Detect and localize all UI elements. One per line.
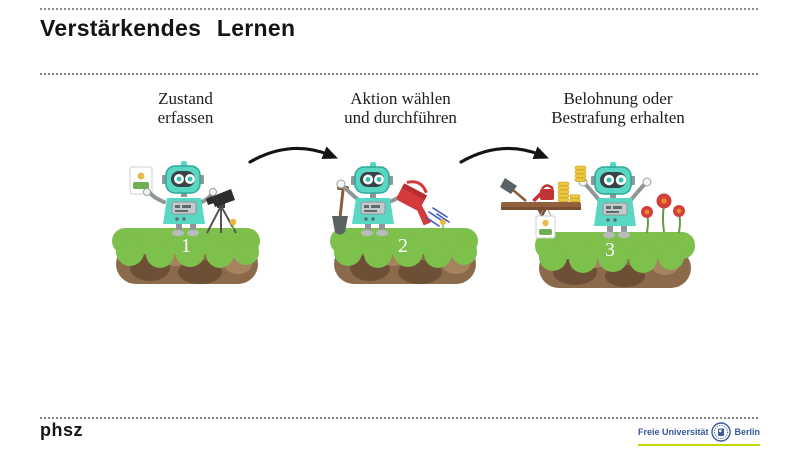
camera-tripod-icon [206, 189, 237, 234]
arrow-step2-to-step3-icon [459, 146, 549, 164]
scene-step-2: 2 [330, 162, 478, 284]
step-number-1: 1 [181, 235, 191, 257]
robot-icon [336, 162, 407, 237]
caption-line: erfassen [157, 108, 214, 127]
step-number-3: 3 [605, 239, 615, 261]
grass-mound-icon [330, 228, 478, 284]
grass-mound-icon [535, 232, 695, 288]
hanging-picture-card-icon [535, 209, 556, 239]
grass-mound-icon [112, 228, 260, 284]
watering-can-icon [396, 180, 431, 226]
caption-line: Bestrafung erhalten [551, 108, 685, 127]
step-number-2: 2 [398, 235, 408, 257]
divider-bottom [40, 417, 758, 419]
coin-stacks-icon [557, 181, 581, 203]
step-caption-2: Aktion wählen und durchführen [318, 89, 483, 127]
fu-berlin-logo: Freie Universität Berlin [637, 422, 760, 446]
divider-top [40, 8, 758, 10]
scene-step-1: 1 [112, 161, 260, 284]
state-picture-card-icon [129, 166, 153, 195]
coins-in-hand-icon [574, 165, 587, 182]
phsz-logo: phsz [40, 420, 84, 440]
water-drops-icon [426, 207, 450, 227]
watering-can-icon [532, 184, 554, 202]
robot-icon [574, 162, 652, 239]
caption-line: Zustand [158, 89, 213, 108]
fu-berlin-label-right: Berlin [734, 427, 760, 437]
fu-berlin-label-left: Freie Universität [637, 427, 709, 437]
step-caption-1: Zustand erfassen [108, 89, 263, 127]
sprout-icon [440, 219, 446, 232]
red-flowers-icon [641, 193, 685, 233]
fu-berlin-seal-icon [711, 422, 732, 442]
shovel-icon [500, 178, 527, 202]
shovel-icon [332, 186, 349, 235]
caption-line: Aktion wählen [350, 89, 451, 108]
divider-under-title [40, 73, 758, 75]
robot-icon [143, 161, 217, 237]
caption-line: und durchführen [344, 108, 457, 127]
reward-shelf-icon [500, 178, 581, 239]
caption-line: Belohnung oder [563, 89, 673, 108]
slide-title: Verstärkendes Lernen [40, 15, 296, 41]
scene-step-3: 3 [500, 162, 695, 288]
arrow-step1-to-step2-icon [248, 146, 338, 164]
small-flower-icon [229, 218, 237, 230]
step-caption-3: Belohnung oder Bestrafung erhalten [523, 89, 713, 127]
